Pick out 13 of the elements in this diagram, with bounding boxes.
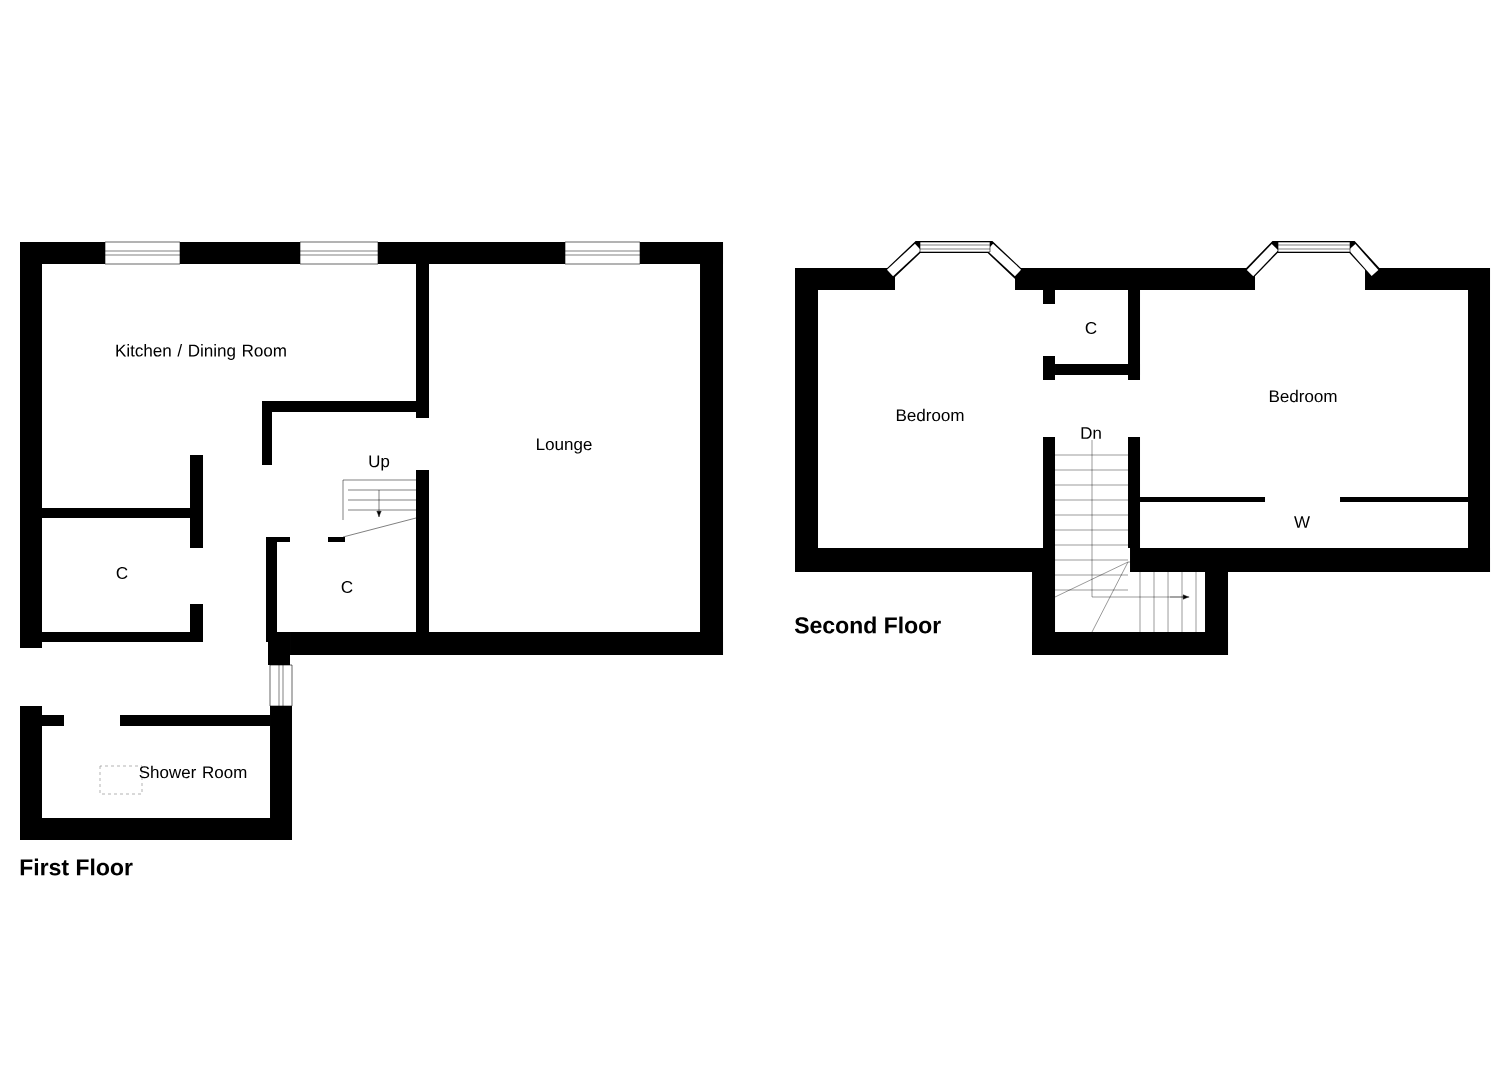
room-label: Shower Room xyxy=(139,765,247,779)
floor-title: Second Floor xyxy=(794,616,941,634)
room-label: C xyxy=(341,581,353,594)
room-label: Bedroom xyxy=(896,408,964,422)
room-label: Dn xyxy=(1081,427,1101,439)
room-label: C xyxy=(1085,322,1097,335)
room-label: W xyxy=(1294,516,1310,528)
room-label: Up xyxy=(369,455,390,471)
floor-title: First Floor xyxy=(20,858,133,876)
room-label: Bedroom xyxy=(1269,389,1337,403)
room-label: Lounge xyxy=(537,438,592,454)
room-label: C xyxy=(116,567,128,580)
room-label: Kitchen / Dining Room xyxy=(116,344,286,360)
